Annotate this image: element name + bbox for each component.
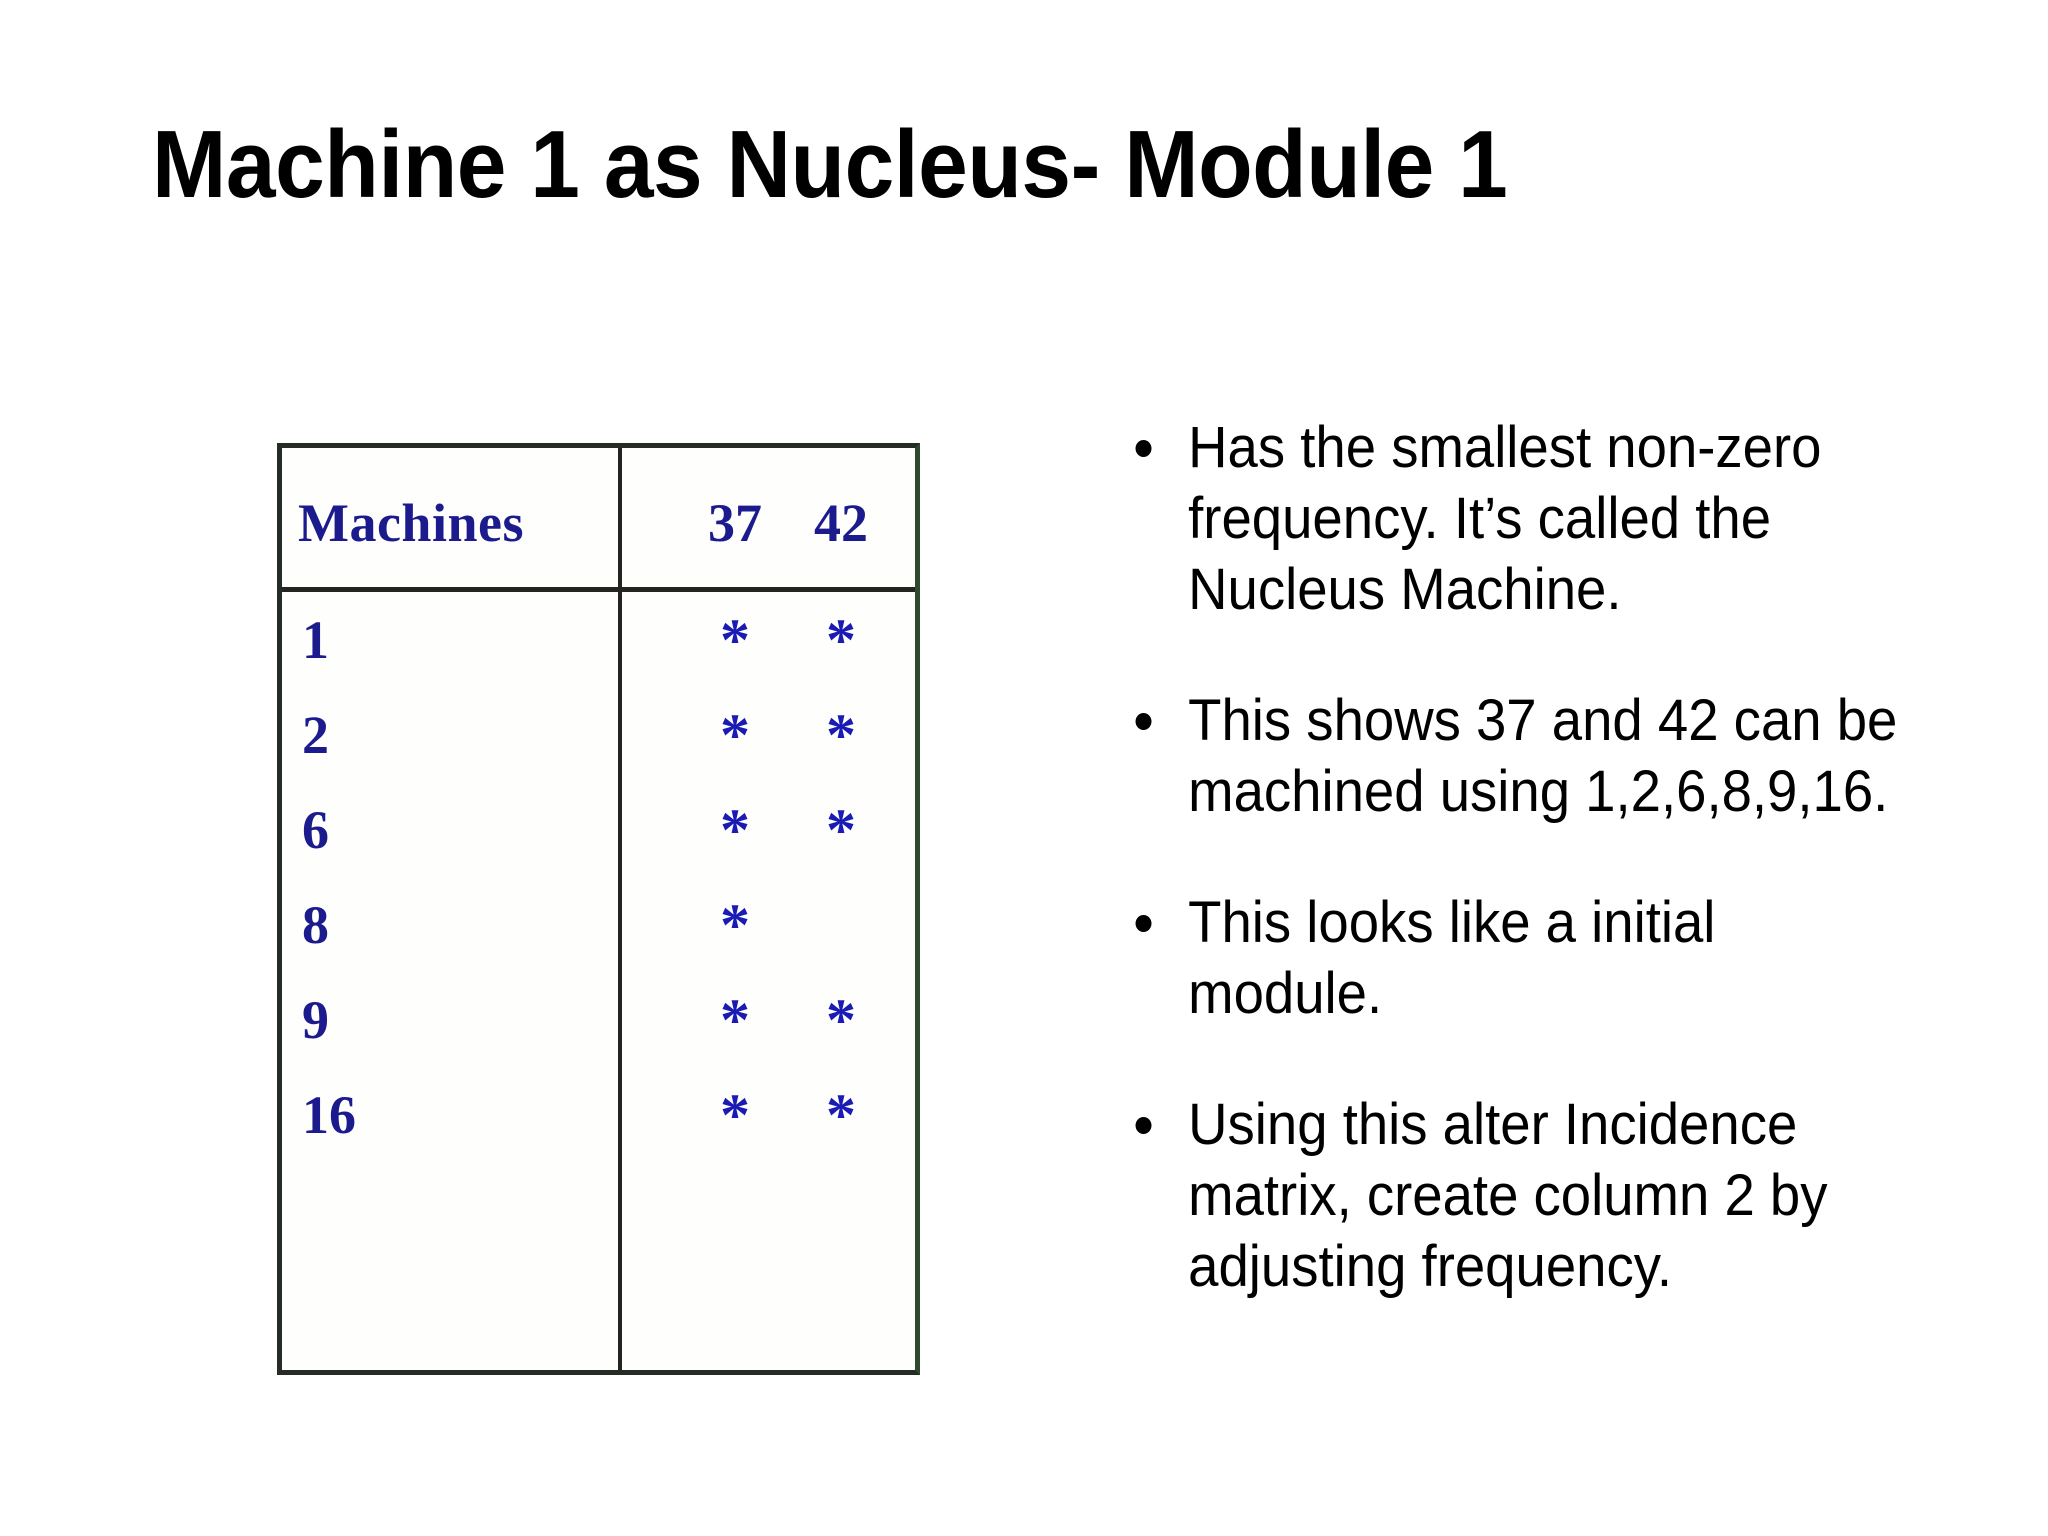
bullet-dot-icon <box>1135 440 1152 457</box>
incidence-matrix-table: Machines 37 42 1 * * 2 * * 6 <box>277 443 920 1375</box>
table-row: 2 * * <box>282 687 915 782</box>
mark-cell: * <box>720 891 750 958</box>
bullet-dot-icon <box>1135 915 1152 932</box>
table-header-part-42: 42 <box>814 493 868 553</box>
page-title: Machine 1 as Nucleus- Module 1 <box>152 111 1508 218</box>
mark-cell: * <box>826 701 856 768</box>
bullet-dot-icon <box>1135 1117 1152 1134</box>
list-item: Using this alter Incidence matrix, creat… <box>1128 1089 1899 1302</box>
machine-marks: * * <box>626 1067 915 1162</box>
table-header-machines: Machines <box>298 464 610 582</box>
mark-cell: * <box>720 986 750 1053</box>
machine-marks: * <box>626 877 915 972</box>
machine-marks: * * <box>626 782 915 877</box>
mark-cell: * <box>720 796 750 863</box>
machine-marks: * * <box>626 972 915 1067</box>
table-row: 16 * * <box>282 1067 915 1162</box>
table-column-divider <box>618 448 622 1370</box>
bullet-dot-icon <box>1135 713 1152 730</box>
list-item-label: This shows 37 and 42 can be machined usi… <box>1188 688 1898 824</box>
machine-label: 8 <box>302 894 329 955</box>
table-row: 1 * * <box>282 592 915 687</box>
table-row: 6 * * <box>282 782 915 877</box>
table-body: 1 * * 2 * * 6 * * <box>282 592 915 1370</box>
table-row: 8 * <box>282 877 915 972</box>
mark-cell: * <box>826 986 856 1053</box>
mark-cell: * <box>720 1081 750 1148</box>
machine-label: 16 <box>302 1084 356 1145</box>
table-header-machines-label: Machines <box>298 493 524 553</box>
mark-cell: * <box>720 606 750 673</box>
machine-label: 6 <box>302 799 329 860</box>
machine-label: 9 <box>302 989 329 1050</box>
list-item: This shows 37 and 42 can be machined usi… <box>1128 685 1899 827</box>
bullet-list: Has the smallest non-zero frequency. It’… <box>1128 412 1948 1302</box>
list-item: Has the smallest non-zero frequency. It’… <box>1128 412 1899 625</box>
list-item: This looks like a initial module. <box>1128 887 1899 1029</box>
machine-label: 2 <box>302 704 329 765</box>
mark-cell: * <box>826 796 856 863</box>
machine-marks: * * <box>626 592 915 687</box>
list-item-label: This looks like a initial module. <box>1188 890 1716 1026</box>
machine-marks: * * <box>626 687 915 782</box>
mark-cell: * <box>826 1081 856 1148</box>
table-header-part-37: 37 <box>708 493 762 553</box>
list-item-label: Using this alter Incidence matrix, creat… <box>1188 1092 1828 1299</box>
machine-label: 1 <box>302 609 329 670</box>
table-header-parts: 37 42 <box>626 464 911 582</box>
table-header-divider <box>282 587 915 592</box>
list-item-label: Has the smallest non-zero frequency. It’… <box>1188 415 1822 622</box>
mark-cell: * <box>826 606 856 673</box>
mark-cell: * <box>720 701 750 768</box>
table-row: 9 * * <box>282 972 915 1067</box>
